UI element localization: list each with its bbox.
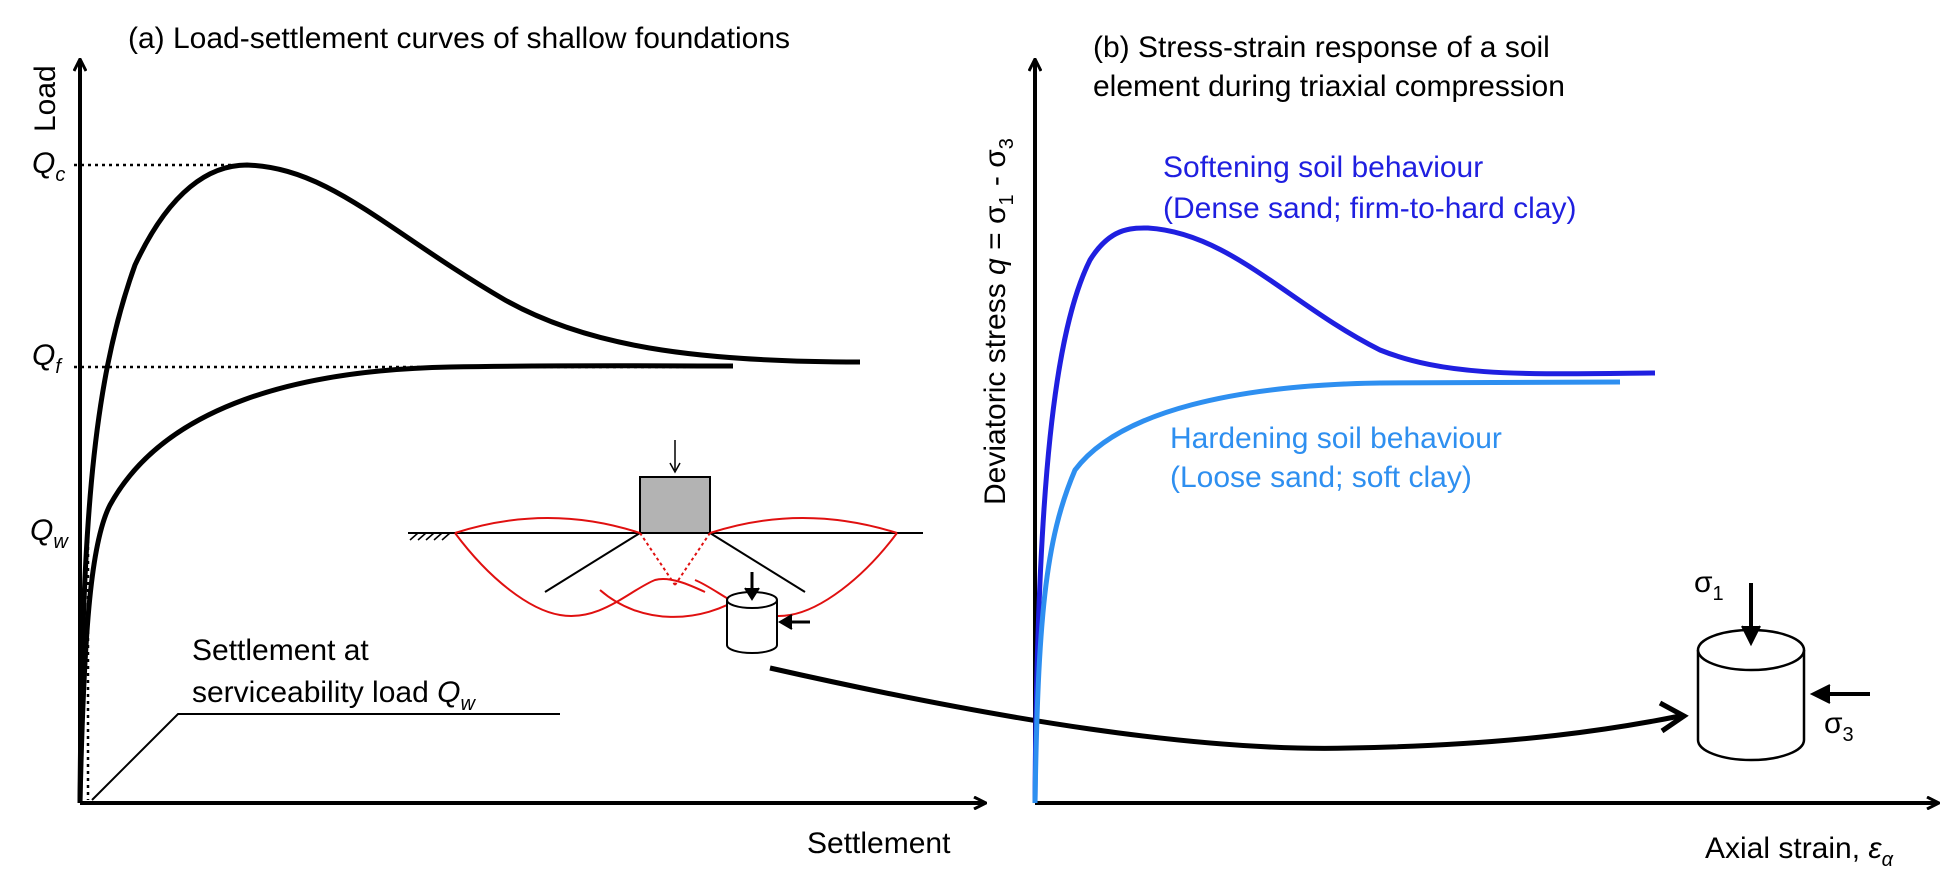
small-soil-element <box>726 572 810 654</box>
softening-stress-curve <box>1032 225 1656 804</box>
softening-label-line-1: Softening soil behaviour <box>1163 151 1483 184</box>
panel-b-y-axis-label: Deviatoric stress q = σ1 - σ3 <box>979 138 1018 505</box>
load-arrow-head <box>669 462 681 474</box>
panel-b-title-line-2: element during triaxial compression <box>1093 70 1565 103</box>
sigma3-label: σ3 <box>1824 707 1854 746</box>
wedge-line-left <box>544 532 641 593</box>
panel-b-x-axis-label: Axial strain, εα <box>1705 832 1894 871</box>
panel-a-x-axis-label: Settlement <box>807 827 951 860</box>
connecting-arrow-head <box>1658 700 1689 734</box>
hardening-stress-curve <box>1032 379 1621 804</box>
qf-label: Qf <box>32 339 63 378</box>
callout-leader <box>91 713 560 801</box>
foundation-sketch <box>408 440 923 654</box>
callout-line-2: serviceability load Qw <box>192 676 476 715</box>
panel-a-title: (a) Load-settlement curves of shallow fo… <box>128 22 790 55</box>
footing <box>639 476 711 534</box>
callout-line-1: Settlement at <box>192 634 369 667</box>
panel-b: (b) Stress-strain response of a soil ele… <box>979 31 1938 871</box>
qc-label: Qc <box>32 147 65 186</box>
panel-a: (a) Load-settlement curves of shallow fo… <box>29 22 1689 860</box>
connecting-arrow <box>769 665 1681 751</box>
panel-a-y-axis-label: Load <box>29 65 62 132</box>
large-soil-element: σ1 σ3 <box>1694 566 1870 762</box>
ground-hatch <box>409 532 451 541</box>
sigma1-label: σ1 <box>1694 566 1724 605</box>
qw-label: Qw <box>30 514 69 553</box>
hardening-label-line-2: (Loose sand; soft clay) <box>1170 461 1472 494</box>
hardening-load-curve <box>77 363 734 804</box>
hardening-label-line-1: Hardening soil behaviour <box>1170 422 1502 455</box>
softening-label-line-2: (Dense sand; firm-to-hard clay) <box>1163 192 1576 225</box>
panel-b-title-line-1: (b) Stress-strain response of a soil <box>1093 31 1550 64</box>
softening-load-curve <box>77 162 861 804</box>
wedge-line-right <box>709 532 806 593</box>
